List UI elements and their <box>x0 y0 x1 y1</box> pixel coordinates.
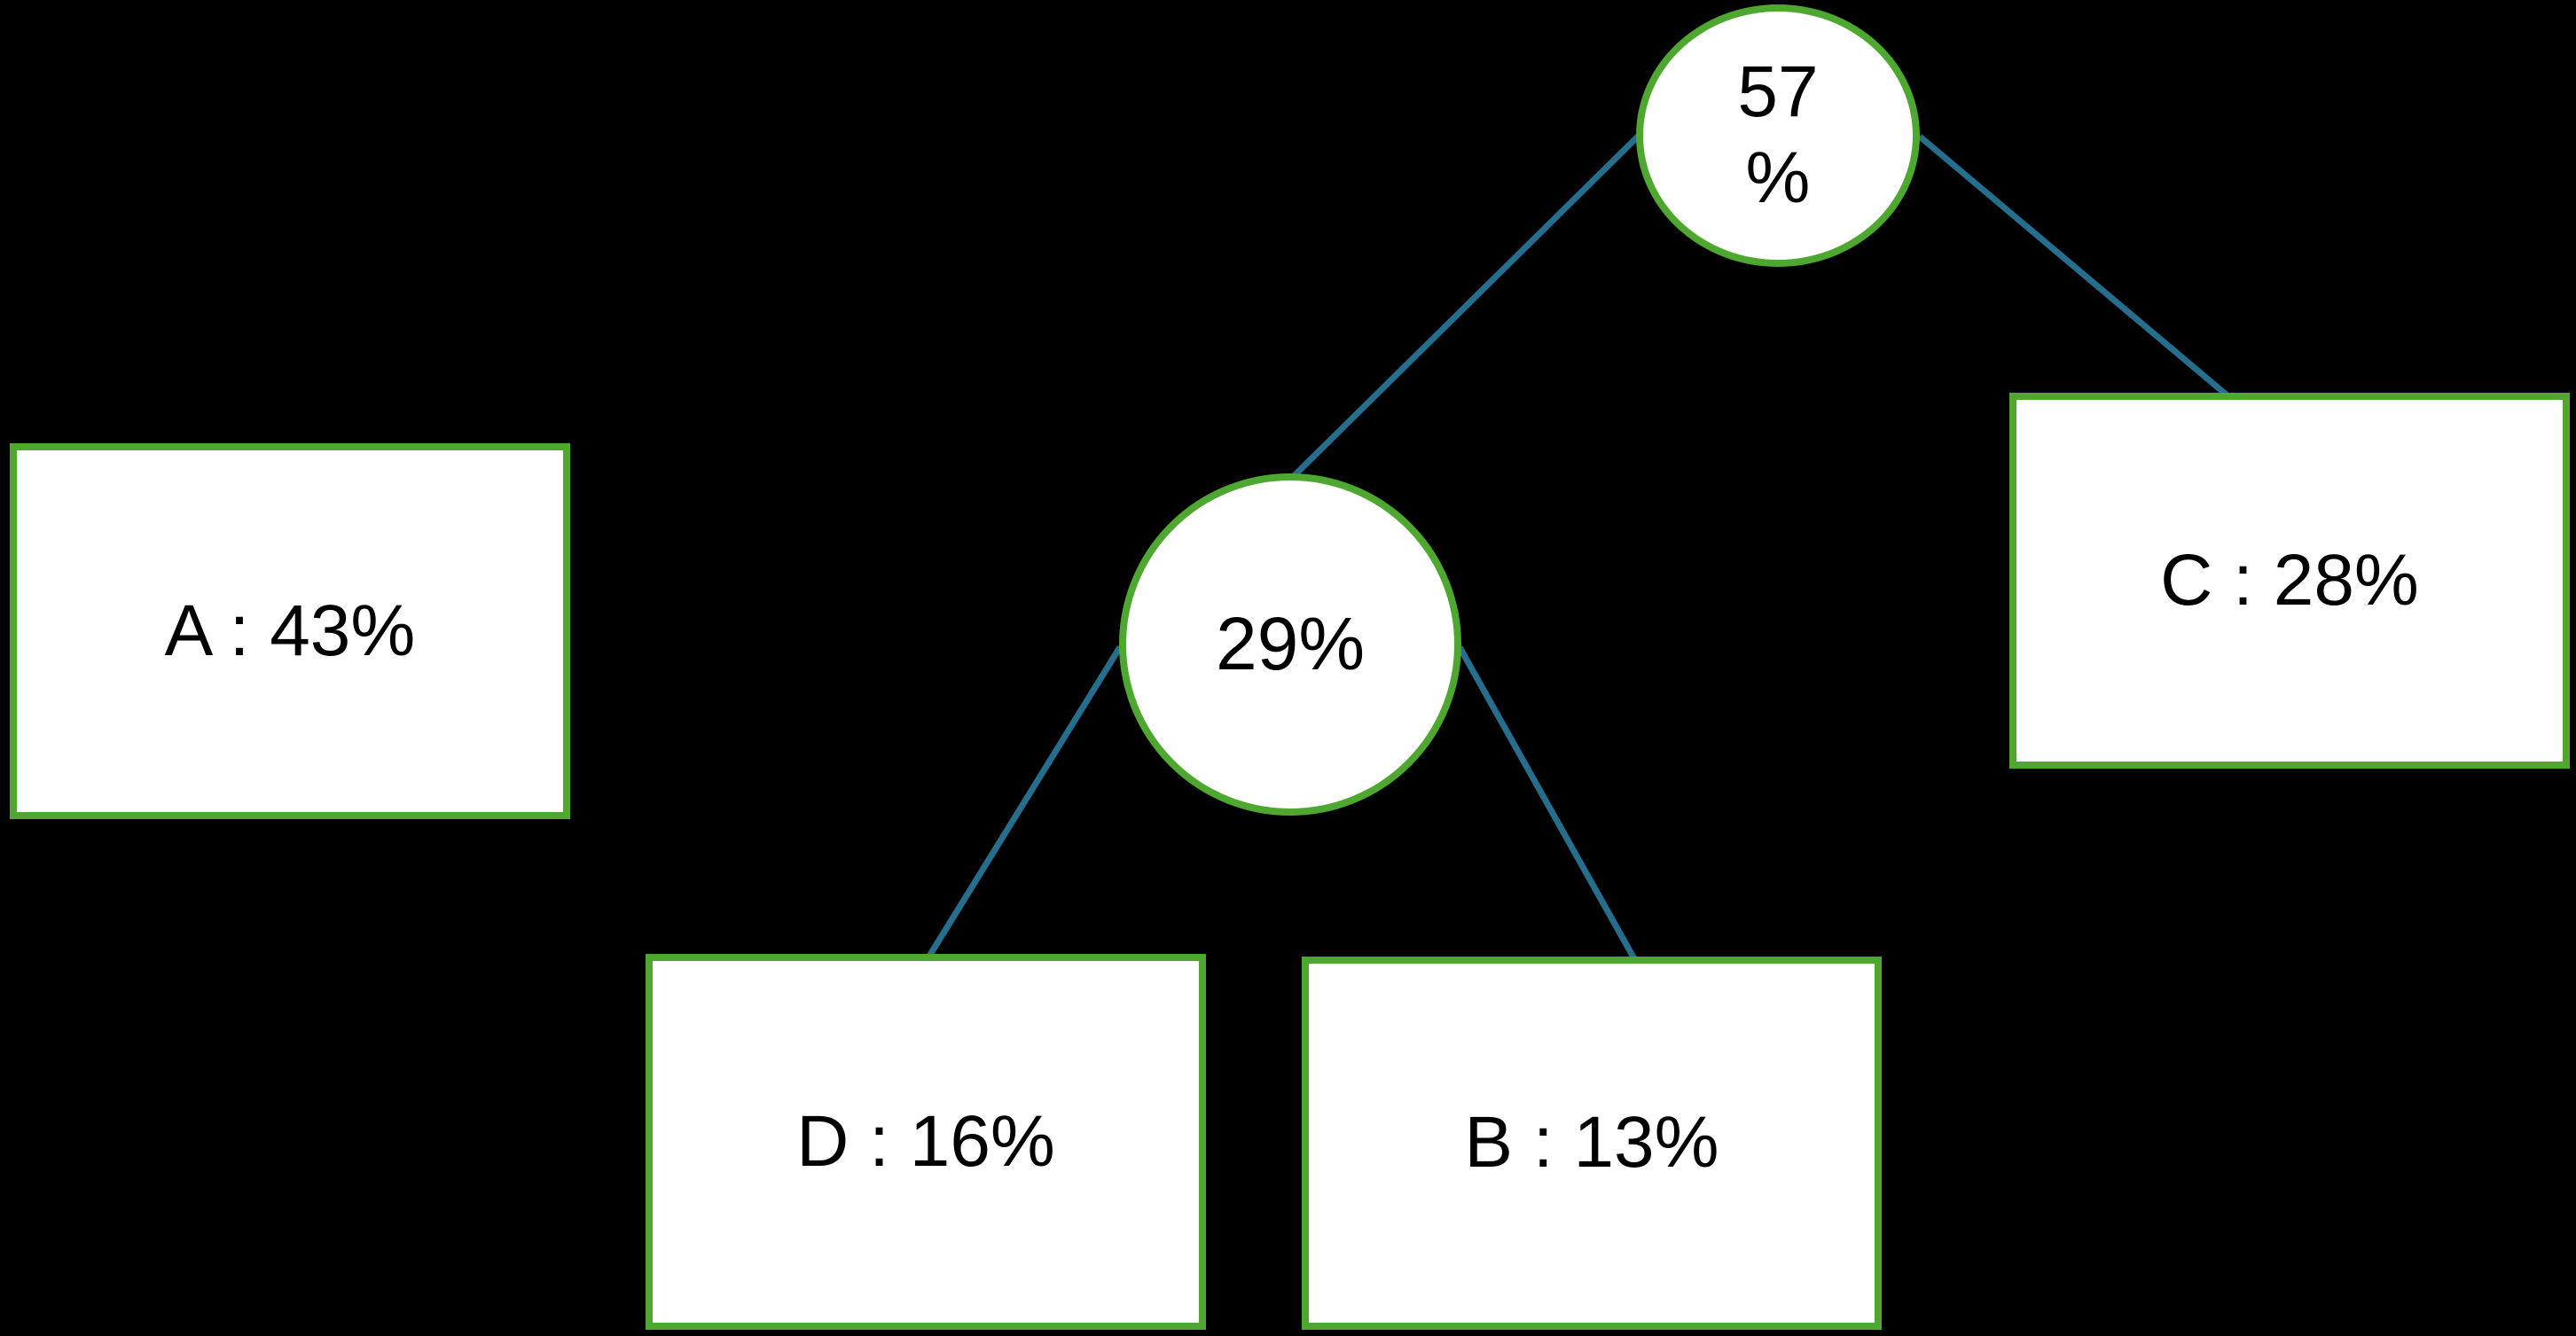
connector-branch-to-box-d <box>926 645 1123 959</box>
connector-branch-to-box-b <box>1456 645 1640 964</box>
node-box-a-label: A : 43% <box>164 590 416 671</box>
node-branch-circle: 29% <box>1119 473 1461 816</box>
node-root-label: 57 % <box>1737 50 1818 222</box>
connector-root-to-branch <box>1290 132 1642 480</box>
node-box-d-label: D : 16% <box>796 1100 1055 1182</box>
node-root-circle: 57 % <box>1636 4 1920 267</box>
node-box-b: B : 13% <box>1302 957 1882 1330</box>
node-root-label-line1: 57 <box>1737 51 1819 133</box>
connector-root-to-box-c <box>1917 134 2232 400</box>
node-box-c-label: C : 28% <box>2160 539 2419 621</box>
node-branch-label: 29% <box>1215 602 1366 686</box>
node-box-d: D : 16% <box>646 954 1206 1330</box>
node-box-b-label: B : 13% <box>1464 1102 1719 1184</box>
node-root-label-line2: % <box>1745 137 1811 218</box>
node-box-a: A : 43% <box>10 443 570 819</box>
node-box-c: C : 28% <box>2009 393 2570 769</box>
